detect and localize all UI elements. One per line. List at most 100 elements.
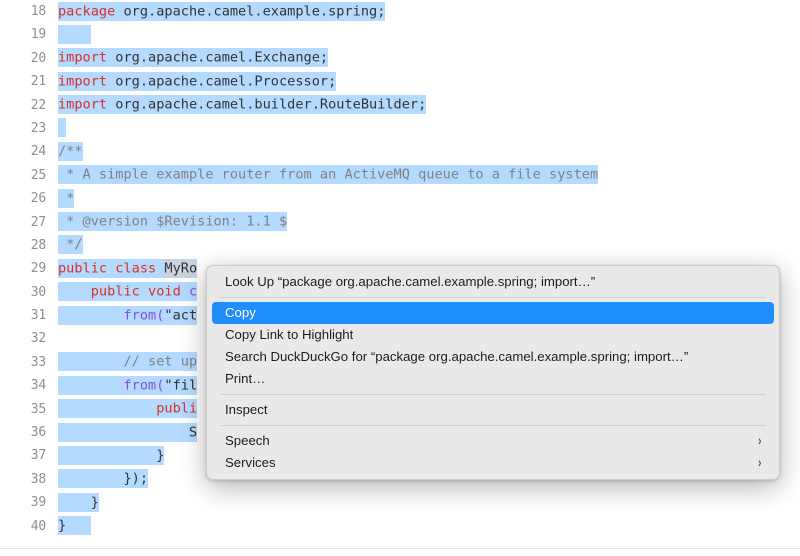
line-number: 28 (0, 234, 46, 257)
code-line-text: public class MyRo (58, 257, 197, 280)
chevron-right-icon: › (759, 430, 762, 452)
code-line: 40} (0, 515, 800, 538)
code-token: "fil (164, 376, 197, 395)
menu-item-label: Inspect (225, 399, 268, 421)
code-token: /** (58, 142, 83, 161)
code-line: 20import org.apache.camel.Exchange; (0, 47, 800, 70)
line-number: 25 (0, 164, 46, 187)
code-line: 26 * (0, 187, 800, 210)
code-line-text: } (58, 515, 91, 538)
code-line: 22import org.apache.camel.builder.RouteB… (0, 94, 800, 117)
line-number: 38 (0, 468, 46, 491)
chevron-right-icon: › (759, 452, 762, 474)
code-line: 39 } (0, 491, 800, 514)
code-token (58, 469, 123, 488)
code-line-text: } (58, 491, 99, 514)
code-line: 18 package org.apache.camel.example.sprin… (0, 0, 800, 23)
menu-separator (220, 425, 766, 426)
menu-item-look-up[interactable]: Look Up “package org.apache.camel.exampl… (212, 271, 774, 293)
code-token: */ (58, 235, 83, 254)
code-line: 19 (0, 23, 800, 46)
line-number: 21 (0, 70, 46, 93)
code-token (58, 399, 156, 418)
code-line: 28 */ (0, 234, 800, 257)
code-token (58, 493, 91, 512)
line-number: 34 (0, 374, 46, 397)
code-token (58, 25, 91, 44)
line-number: 36 (0, 421, 46, 444)
code-token: MyRo (164, 259, 197, 278)
code-line-text: /** (58, 140, 83, 163)
code-token: * @version $Revision: 1.1 $ (58, 212, 287, 231)
menu-separator (220, 297, 766, 298)
menu-item-search-duckduckgo[interactable]: Search DuckDuckGo for “package org.apach… (212, 346, 774, 368)
code-line-text: import org.apache.camel.Exchange; (58, 47, 328, 70)
menu-item-speech[interactable]: Speech › (212, 430, 774, 452)
menu-item-inspect[interactable]: Inspect (212, 399, 774, 421)
code-line: 25 * A simple example router from an Act… (0, 164, 800, 187)
line-number: 18 (0, 0, 46, 23)
code-token: import (58, 72, 115, 91)
code-token (58, 423, 189, 442)
code-token: S (189, 423, 197, 442)
code-token: org.apache.camel.Processor; (115, 72, 336, 91)
menu-item-services[interactable]: Services › (212, 452, 774, 474)
line-number: 40 (0, 515, 46, 538)
code-token (58, 282, 91, 301)
code-line-text (58, 117, 66, 140)
code-token: from( (123, 376, 164, 395)
code-line-text: from("fil (58, 374, 197, 397)
line-number: 26 (0, 187, 46, 210)
code-line: 24 /** (0, 140, 800, 163)
code-line-text: import org.apache.camel.Processor; (58, 70, 336, 93)
menu-item-label: Search DuckDuckGo for “package org.apach… (225, 346, 688, 368)
line-number: 24 (0, 140, 46, 163)
menu-item-label: Copy Link to Highlight (225, 324, 353, 346)
code-token: org.apache.camel.Exchange; (115, 48, 328, 67)
line-number: 27 (0, 211, 46, 234)
code-line-text: * @version $Revision: 1.1 $ (58, 211, 287, 234)
code-token: "act (164, 306, 197, 325)
code-line-text: from("act (58, 304, 197, 327)
code-token: org.apache.camel.builder.RouteBuilder; (115, 95, 426, 114)
code-token (58, 376, 123, 395)
code-token: * (58, 189, 74, 208)
code-token: } (58, 516, 66, 535)
menu-item-print[interactable]: Print… (212, 368, 774, 390)
code-line-text: * (58, 187, 74, 210)
code-token (58, 446, 156, 465)
code-line-text: public void c (58, 281, 197, 304)
code-line-text: // set up (58, 351, 197, 374)
code-token: public class (58, 259, 164, 278)
code-line-text: package org.apache.camel.example.spring; (58, 0, 385, 23)
line-number: 31 (0, 304, 46, 327)
code-token: import (58, 95, 115, 114)
code-token: package (58, 2, 123, 21)
line-number: 19 (0, 23, 46, 46)
code-token (58, 352, 123, 371)
code-token: publi (156, 399, 197, 418)
line-number: 29 (0, 257, 46, 280)
menu-item-label: Speech (225, 430, 270, 452)
code-line-text: S (58, 421, 197, 444)
code-token: org.apache.camel.example.spring; (123, 2, 385, 21)
code-line: 21 import org.apache.camel.Processor; (0, 70, 800, 93)
line-number: 32 (0, 327, 46, 350)
code-line-text: } (58, 444, 164, 467)
menu-item-copy[interactable]: Copy (212, 302, 774, 324)
context-menu[interactable]: Look Up “package org.apache.camel.exampl… (206, 265, 780, 480)
line-number: 39 (0, 491, 46, 514)
menu-separator (220, 394, 766, 395)
code-line-text: * A simple example router from an Active… (58, 164, 598, 187)
line-number: 37 (0, 444, 46, 467)
code-token: } (91, 493, 99, 512)
menu-item-label: Copy (225, 302, 256, 324)
menu-item-label: Services (225, 452, 276, 474)
code-line-text: publi (58, 398, 197, 421)
code-token (58, 306, 123, 325)
code-line: 23 (0, 117, 800, 140)
code-token: }); (123, 469, 148, 488)
menu-item-copy-link-to-highlight[interactable]: Copy Link to Highlight (212, 324, 774, 346)
code-line-text: */ (58, 234, 83, 257)
code-line-text: }); (58, 468, 148, 491)
